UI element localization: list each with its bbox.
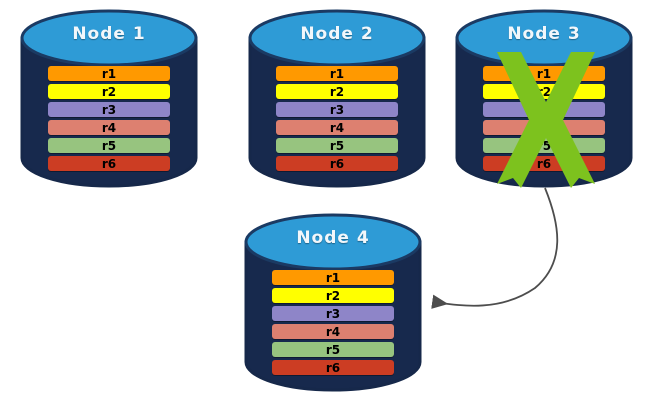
row-r6[interactable]: r6 xyxy=(276,156,398,171)
row-r6[interactable]: r6 xyxy=(272,360,394,375)
row-r5[interactable]: r5 xyxy=(48,138,170,153)
row-r2[interactable]: r2 xyxy=(48,84,170,99)
row-stack: r1 r2 r3 r4 r5 r6 xyxy=(248,66,426,171)
row-r3[interactable]: r3 xyxy=(272,306,394,321)
row-stack: r1 r2 r3 r4 r5 r6 xyxy=(244,270,422,375)
row-r5[interactable]: r5 xyxy=(272,342,394,357)
row-r1[interactable]: r1 xyxy=(483,66,605,81)
row-stack: r1 r2 r3 r4 r5 r6 xyxy=(455,66,633,171)
row-r4[interactable]: r4 xyxy=(272,324,394,339)
row-r3[interactable]: r3 xyxy=(483,102,605,117)
row-r5[interactable]: r5 xyxy=(276,138,398,153)
row-r4[interactable]: r4 xyxy=(483,120,605,135)
row-r5[interactable]: r5 xyxy=(483,138,605,153)
row-r2[interactable]: r2 xyxy=(272,288,394,303)
row-r3[interactable]: r3 xyxy=(276,102,398,117)
row-r2[interactable]: r2 xyxy=(483,84,605,99)
row-r2[interactable]: r2 xyxy=(276,84,398,99)
row-r1[interactable]: r1 xyxy=(276,66,398,81)
row-r1[interactable]: r1 xyxy=(272,270,394,285)
row-r1[interactable]: r1 xyxy=(48,66,170,81)
node-cylinder-node3[interactable]: Node 3 r1 r2 r3 r4 r5 r6 xyxy=(455,8,633,188)
row-r3[interactable]: r3 xyxy=(48,102,170,117)
node-cylinder-node1[interactable]: Node 1 r1 r2 r3 r4 r5 r6 xyxy=(20,8,198,188)
node-cylinder-node2[interactable]: Node 2 r1 r2 r3 r4 r5 r6 xyxy=(248,8,426,188)
row-r4[interactable]: r4 xyxy=(48,120,170,135)
row-stack: r1 r2 r3 r4 r5 r6 xyxy=(20,66,198,171)
row-r4[interactable]: r4 xyxy=(276,120,398,135)
row-r6[interactable]: r6 xyxy=(483,156,605,171)
node-cylinder-node4[interactable]: Node 4 r1 r2 r3 r4 r5 r6 xyxy=(244,212,422,392)
row-r6[interactable]: r6 xyxy=(48,156,170,171)
